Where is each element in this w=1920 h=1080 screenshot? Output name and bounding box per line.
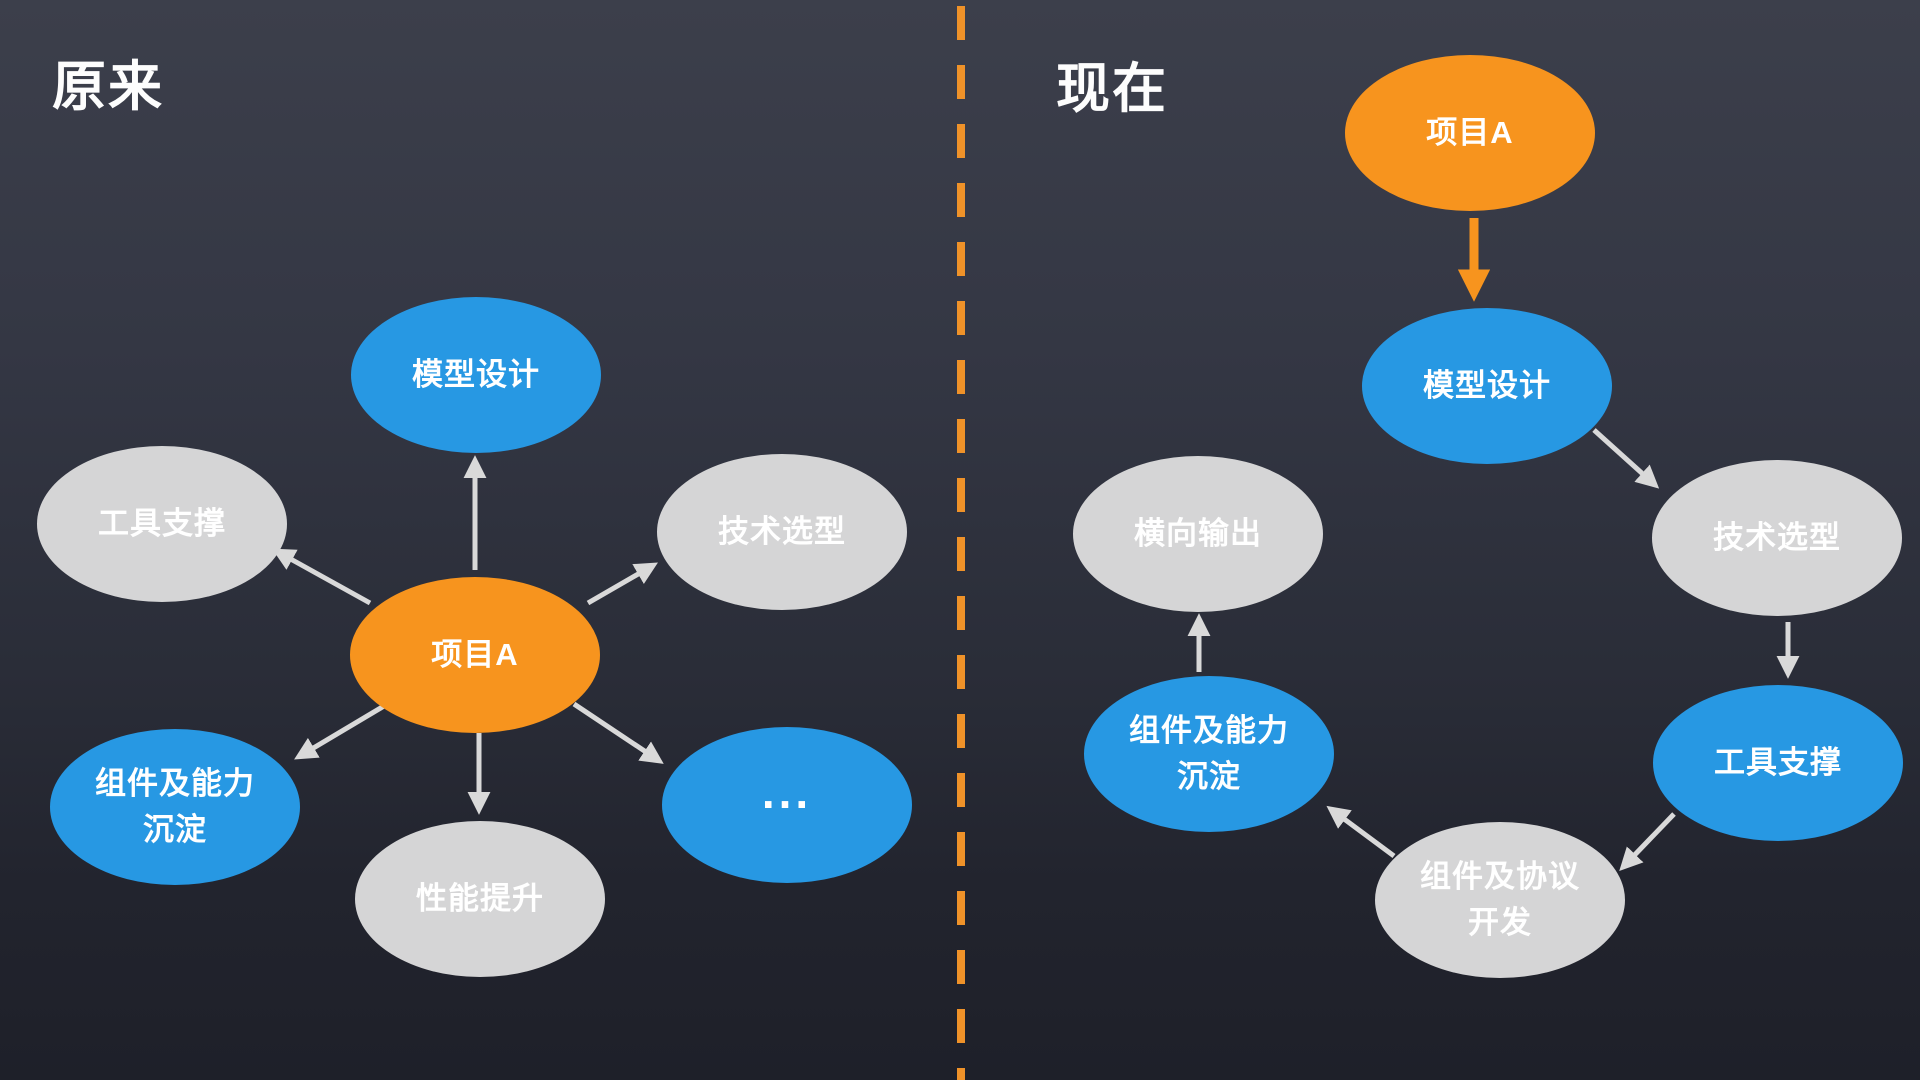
arrow-tool-support-to-component-protocol xyxy=(1619,812,1676,871)
arrow-projectA-to-tool-support xyxy=(271,548,372,606)
left-node-more: ... xyxy=(662,727,912,883)
right-node-horizontal-output: 横向输出 xyxy=(1073,456,1323,612)
left-node-component-capability: 组件及能力 沉淀 xyxy=(50,729,300,885)
arrow-component-protocol-to-component-capability xyxy=(1326,805,1396,859)
arrow-model-design-to-tech-selection xyxy=(1592,428,1660,489)
left-node-tech-selection: 技术选型 xyxy=(657,454,907,610)
right-node-project-a: 项目A xyxy=(1345,55,1595,211)
right-node-tech-selection: 技术选型 xyxy=(1652,460,1902,616)
right-node-component-protocol: 组件及协议 开发 xyxy=(1375,822,1625,978)
left-node-tool-support: 工具支撑 xyxy=(37,446,287,602)
left-node-project-a: 项目A xyxy=(350,577,600,733)
arrow-projectA-to-tech-selection xyxy=(586,562,658,606)
arrow-projectA-to-component-capability xyxy=(294,703,386,760)
arrow-projectA-to-more xyxy=(572,701,664,764)
right-panel-title: 现在 xyxy=(1056,59,1168,119)
left-node-performance: 性能提升 xyxy=(355,821,605,977)
right-node-tool-support: 工具支撑 xyxy=(1653,685,1903,841)
right-node-component-capability: 组件及能力 沉淀 xyxy=(1084,676,1334,832)
left-panel-title: 原来 xyxy=(52,57,164,117)
left-node-model-design: 模型设计 xyxy=(351,297,601,453)
right-node-model-design: 模型设计 xyxy=(1362,308,1612,464)
